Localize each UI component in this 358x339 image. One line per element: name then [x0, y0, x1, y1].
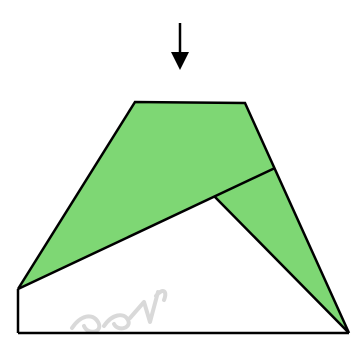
signature-watermark-icon: [70, 289, 168, 334]
shaded-region-upper: [18, 102, 275, 289]
trapezoid-top-and-sides: [16, 100, 351, 334]
down-arrow-icon: [171, 23, 189, 70]
fold-edge: [213, 195, 350, 334]
trapezoid-outline: [16, 100, 351, 335]
fold-line: [17, 166, 276, 291]
shaded-region-lower: [214, 168, 349, 333]
